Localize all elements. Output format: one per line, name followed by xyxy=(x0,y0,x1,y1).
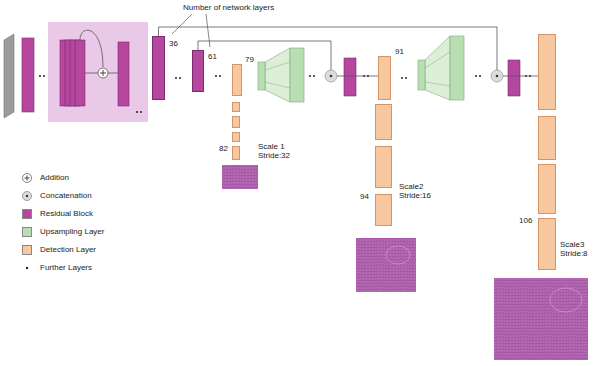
upsampling-layer xyxy=(418,60,425,90)
detection-layer-block: 94Scale2 Stride:16 xyxy=(375,104,392,226)
detection-layer-segment xyxy=(538,218,556,270)
residual-block xyxy=(344,58,356,96)
legend-item: Addition xyxy=(22,172,132,184)
detection-layer-segment xyxy=(232,116,240,128)
legend-item: Upsampling Layer xyxy=(22,226,132,238)
skip-connection xyxy=(198,41,378,76)
skip-connection xyxy=(159,27,539,76)
legend-item: Residual Block xyxy=(22,208,132,220)
upsampling-layer xyxy=(265,48,290,102)
layer-block: 36 xyxy=(152,36,165,100)
upsampling-layer xyxy=(425,82,450,86)
upsampling-layer xyxy=(425,52,450,68)
residual-block xyxy=(118,42,129,106)
layer-number: 36 xyxy=(169,39,178,48)
layer-block: 61 xyxy=(192,50,204,92)
scale-output-image xyxy=(550,288,582,312)
legend-swatch xyxy=(22,227,32,237)
addition-symbol xyxy=(100,70,106,76)
input-image xyxy=(4,34,14,118)
scale-output-image xyxy=(222,165,258,189)
legend-symbol xyxy=(22,172,34,184)
upsampling-layer xyxy=(265,62,290,70)
detection-layer-block: 79 xyxy=(232,64,242,96)
legend-label: Concatenation xyxy=(40,191,92,201)
residual-block xyxy=(75,40,85,106)
concatenation-symbol xyxy=(330,75,333,78)
addition-symbol xyxy=(98,68,108,78)
legend-label: Further Layers xyxy=(40,263,92,273)
scale-output-image xyxy=(494,278,588,360)
detection-layer-segment xyxy=(538,116,556,160)
upsampling-layer xyxy=(290,48,304,102)
detection-layer-segment xyxy=(232,102,240,112)
concatenation-symbol xyxy=(491,70,503,82)
detection-layer-segment xyxy=(375,194,392,226)
detection-layer-block: 82Scale 1 Stride:32 xyxy=(232,102,240,160)
flow-line xyxy=(108,73,118,74)
scale-output-image xyxy=(386,246,410,264)
detection-layer-segment xyxy=(375,104,392,140)
residual-region xyxy=(48,22,148,122)
legend-label: Residual Block xyxy=(40,209,93,219)
upsampling-layer xyxy=(425,36,450,100)
layer-number: 94 xyxy=(360,192,369,201)
flow-line xyxy=(85,73,98,74)
layer-number: 82 xyxy=(219,144,228,153)
legend-item: Concatenation xyxy=(22,190,132,202)
concatenation-symbol xyxy=(325,70,337,82)
detection-layer-segment xyxy=(538,34,556,110)
upsampling-layer xyxy=(265,82,290,88)
detection-layer-segment xyxy=(538,164,556,214)
legend-symbol xyxy=(22,190,34,202)
legend-swatch xyxy=(22,245,32,255)
scale-label: Scale2 Stride:16 xyxy=(399,182,445,200)
detection-layer-segment xyxy=(232,132,240,142)
residual-block xyxy=(22,38,34,112)
legend-label: Detection Layer xyxy=(40,245,96,255)
legend-symbol xyxy=(22,262,34,274)
legend-swatch xyxy=(22,209,32,219)
detection-layer-segment xyxy=(232,146,240,160)
legend-label: Upsampling Layer xyxy=(40,227,104,237)
leader-line xyxy=(172,14,192,34)
leader-line xyxy=(206,14,210,47)
layer-number: 106 xyxy=(519,216,532,225)
upsampling-layer xyxy=(258,62,265,90)
scale-label: Scale3 Stride:8 xyxy=(560,240,600,258)
legend-item: Detection Layer xyxy=(22,244,132,256)
upsampling-layer xyxy=(450,36,464,100)
concatenation-symbol xyxy=(496,75,499,78)
scale-label: Scale 1 Stride:32 xyxy=(258,142,304,160)
residual-block xyxy=(508,60,520,96)
layer-number: 91 xyxy=(395,47,404,56)
layer-number: 61 xyxy=(208,52,217,61)
detection-layer-block: 106Scale3 Stride:8 xyxy=(538,34,556,270)
detection-layer-block: 91 xyxy=(378,56,391,100)
legend-label: Addition xyxy=(40,173,69,183)
skip-arrow xyxy=(80,30,103,67)
annotation-label: Number of network layers xyxy=(182,3,275,12)
scale-output-image xyxy=(356,238,416,292)
legend-item: Further Layers xyxy=(22,262,132,274)
layer-number: 79 xyxy=(245,55,254,64)
detection-layer-segment xyxy=(375,146,392,188)
